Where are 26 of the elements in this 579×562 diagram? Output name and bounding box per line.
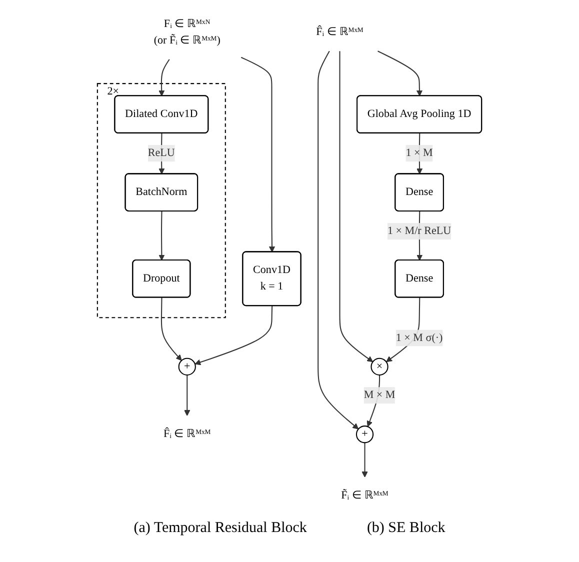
edge-label: ReLU: [148, 147, 175, 159]
node-text: F̂ᵢ ∈ ℝᴹˣᴹ: [316, 26, 364, 38]
edge-label: M × M: [364, 389, 396, 401]
arrow: [160, 298, 182, 361]
arrow: [362, 442, 368, 478]
arrow: [184, 374, 190, 416]
node-text: Fᵢ ∈ ℝᴹˣᴺ (or F̃ᵢ ∈ ℝᴹˣᴹ): [154, 18, 220, 46]
arrow: [240, 56, 276, 252]
arrow: [318, 50, 359, 430]
figure-caption: (b) SE Block: [366, 520, 446, 537]
edge-label: 1 × M: [406, 147, 433, 159]
figure-caption: (a) Temporal Residual Block: [134, 520, 307, 537]
node-circle: [370, 358, 388, 376]
arrow: [158, 59, 170, 96]
node-circle: [178, 358, 196, 376]
arrow: [378, 50, 423, 96]
arrow: [158, 211, 165, 261]
arrow: [194, 306, 273, 366]
node-text: F̃ᵢ ∈ ℝᴹˣᴹ: [341, 490, 388, 502]
cluster: [96, 83, 226, 318]
node-text: F̂ᵢ ∈ ℝᴹˣᴹ: [164, 428, 211, 440]
node-circle: [356, 426, 374, 444]
block-diagram: 2× ReLU 1 × M 1 × M/r ReLU 1 × M σ(·) M × M Fᵢ ∈ ℝᴹˣᴺ (or F̃ᵢ ∈ ℝᴹˣᴹ) Dilated Conv1D BatchNorm Dropout Conv1D k = 1 + F̂ᵢ ∈ ℝᴹˣᴹ F̂ᵢ ∈ ℝᴹˣᴹ Global Avg Pooling 1D Dense Dense × + F̃ᵢ ∈ ℝᴹˣᴹ: [0, 0, 579, 520]
arrow: [339, 51, 374, 362]
edge-label: 1 × M σ(·): [396, 332, 443, 344]
edge-label: 1 × M/r ReLU: [387, 225, 452, 237]
